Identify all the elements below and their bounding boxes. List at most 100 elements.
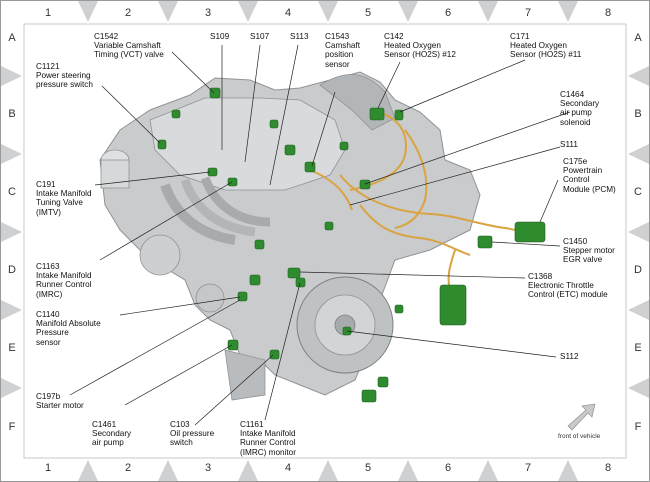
frame-triangle <box>1 300 22 320</box>
grid-label: 4 <box>284 462 292 474</box>
frame-triangle <box>1 144 22 164</box>
connector-c1161 <box>295 277 306 288</box>
label-s111: S111 <box>560 140 578 149</box>
frame-triangle <box>628 66 649 86</box>
label-line: Intake Manifold <box>36 271 92 281</box>
label-line: sensor <box>36 337 61 347</box>
frame-triangle <box>558 460 578 481</box>
grid-label: B <box>634 108 642 120</box>
label-line: C142 <box>384 32 404 41</box>
connector-c1121 <box>157 139 167 150</box>
frame-triangle <box>628 378 649 398</box>
label-line: S111 <box>560 140 578 149</box>
label-line: (IMRC) monitor <box>240 447 296 457</box>
label-line: position <box>325 50 354 60</box>
grid-label: 3 <box>204 462 212 474</box>
label-line: S107 <box>250 32 270 41</box>
grid-label: 4 <box>284 7 292 19</box>
label-line: (IMRC) <box>36 289 63 299</box>
frame-triangle <box>478 460 498 481</box>
grid-label: E <box>634 342 642 354</box>
label-line: pressure switch <box>36 80 93 90</box>
label-line: Secondary <box>560 99 600 109</box>
connectors <box>157 87 546 403</box>
grid-label: D <box>634 264 642 276</box>
grid-label: 6 <box>444 7 452 19</box>
connector-loose-1 <box>361 389 377 403</box>
label-line: Variable Camshaft <box>94 41 161 51</box>
grid-label: F <box>8 421 16 433</box>
label-line: Intake Manifold <box>36 189 92 199</box>
connector-c1368 <box>287 267 301 279</box>
frame-triangle <box>398 460 418 481</box>
label-s107: S107 <box>250 32 269 41</box>
label-line: sensor <box>325 59 350 69</box>
label-line: C1140 <box>36 310 60 319</box>
label-line: Control <box>563 175 590 185</box>
label-line: C197b <box>36 392 61 401</box>
label-line: Module (PCM) <box>563 184 616 194</box>
label-line: C1121 <box>36 62 60 71</box>
label-line: Manifold Absolute <box>36 319 101 329</box>
frame-triangle <box>398 1 418 22</box>
connector-c1464 <box>359 179 371 190</box>
connector-c1542 <box>209 87 221 99</box>
connector-c1163 <box>227 177 238 187</box>
frame-triangle <box>158 1 178 22</box>
label-line: C1542 <box>94 32 119 41</box>
grid-label: 1 <box>44 7 52 19</box>
label-line: C191 <box>36 180 56 189</box>
label-line: C1461 <box>92 420 117 429</box>
label-line: Starter motor <box>36 401 84 411</box>
label-line: Heated Oxygen <box>510 41 567 51</box>
label-line: C1543 <box>325 32 350 41</box>
connector-c1450 <box>477 235 493 249</box>
front-of-vehicle-label: front of vehicle <box>558 433 601 440</box>
label-line: Sensor (HO2S) #11 <box>510 50 582 60</box>
frame-triangle <box>318 460 338 481</box>
frame-triangle <box>238 460 258 481</box>
label-line: Heated Oxygen <box>384 41 441 51</box>
label-s112: S112 <box>560 352 579 361</box>
grid-label: 5 <box>364 462 372 474</box>
grid-label: 7 <box>524 7 532 19</box>
connector-module-lower <box>439 284 467 326</box>
label-line: C1450 <box>563 237 588 246</box>
label-line: C175e <box>563 157 588 166</box>
label-line: Power steering <box>36 71 91 81</box>
label-line: Pressure <box>36 328 69 338</box>
label-line: Camshaft <box>325 41 361 51</box>
grid-label: F <box>634 421 642 433</box>
label-line: Runner Control <box>240 438 296 448</box>
frame-triangle <box>1 222 22 242</box>
engine-block <box>99 71 481 401</box>
label-line: Secondary <box>92 429 132 439</box>
front-arrow-icon <box>567 403 596 431</box>
grid-label: 3 <box>204 7 212 19</box>
label-line: C1368 <box>528 272 553 281</box>
grid-label: 6 <box>444 462 452 474</box>
grid-label: 8 <box>604 462 612 474</box>
leader-lines <box>69 44 571 426</box>
connector-c1543 <box>304 161 316 173</box>
label-s109: S109 <box>210 32 229 41</box>
label-line: C103 <box>170 420 190 429</box>
label-line: air pump <box>560 108 592 118</box>
connector-c1461 <box>227 339 239 351</box>
frame-triangle <box>238 1 258 22</box>
grid-label: C <box>634 186 642 198</box>
frame-triangle <box>558 1 578 22</box>
